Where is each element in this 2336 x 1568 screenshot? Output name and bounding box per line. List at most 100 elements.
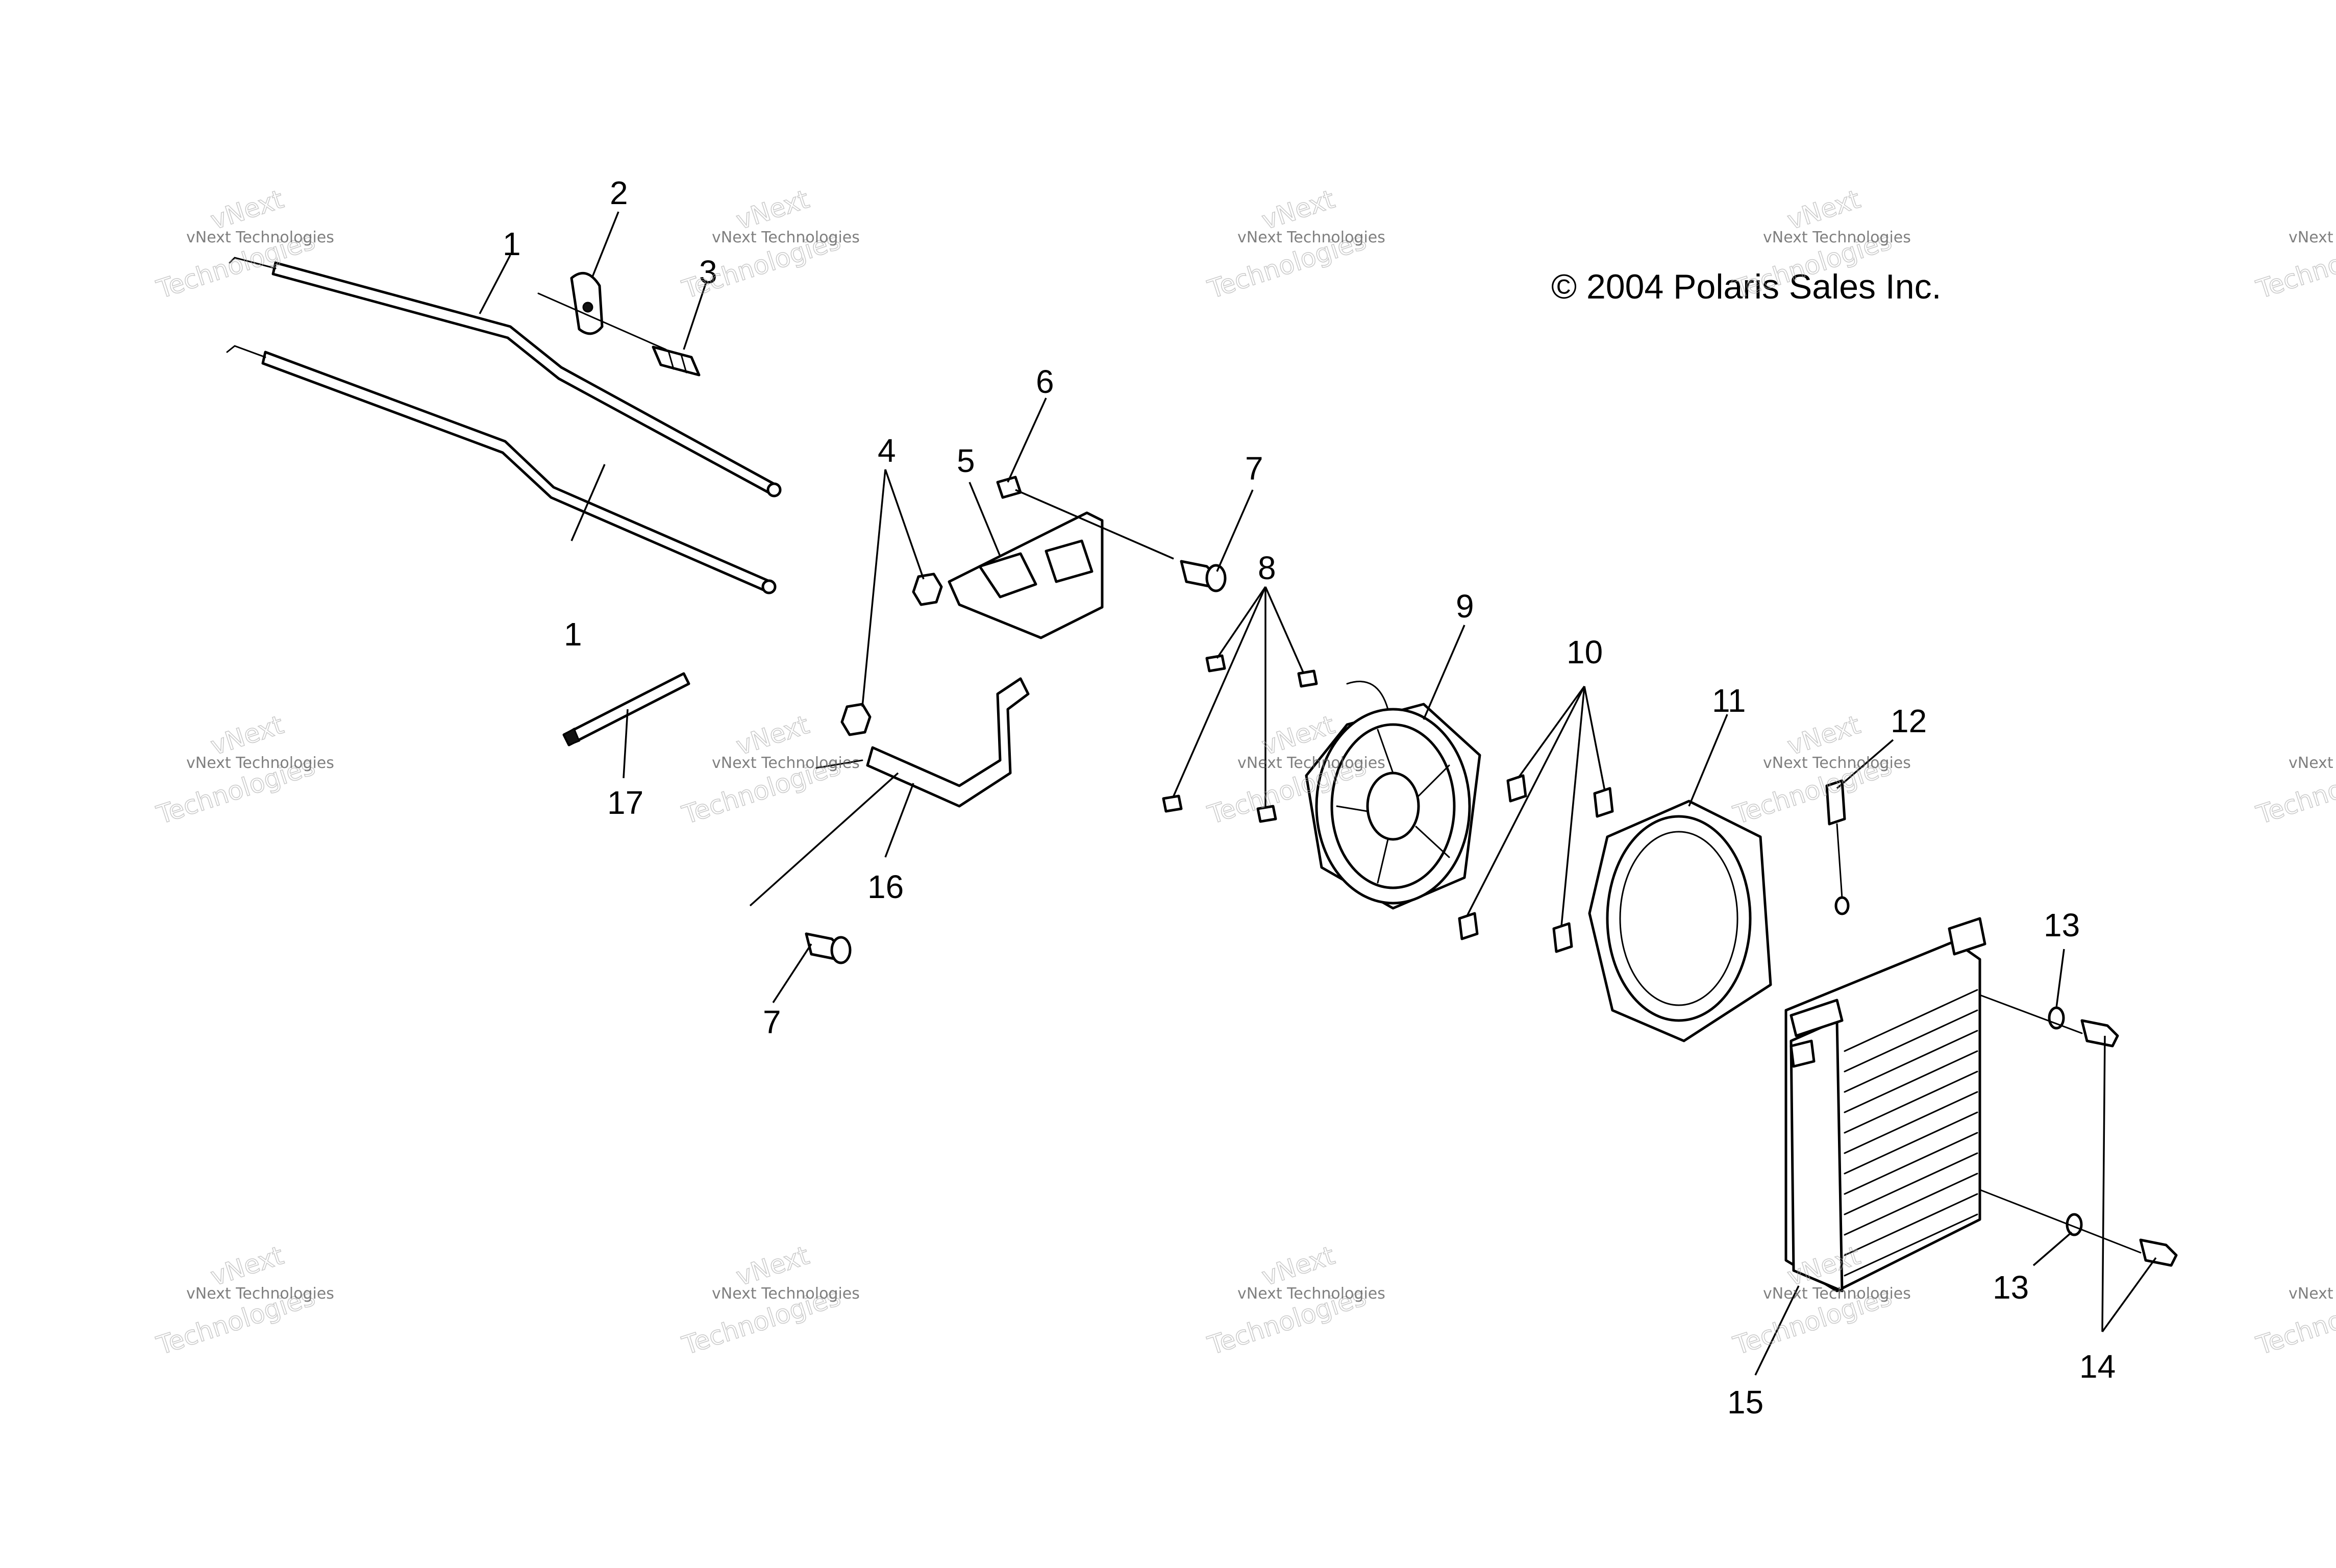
callout-7-upper: 7 bbox=[1245, 450, 1263, 487]
svg-text:vNext Technologies: vNext Technologies bbox=[1237, 1285, 1385, 1303]
svg-text:vNext: vNext bbox=[733, 184, 813, 235]
svg-text:vNext Technologies: vNext Technologies bbox=[2289, 754, 2336, 772]
watermark-r3c1: vNext Technologies vNext Technologies bbox=[153, 1240, 334, 1361]
leader-5 bbox=[968, 482, 1001, 557]
leader-14a bbox=[2101, 1035, 2106, 1332]
callout-2: 2 bbox=[610, 175, 628, 211]
leader-15 bbox=[1754, 1285, 1800, 1376]
watermark-r1c1: vNext Technologies vNext Technologies bbox=[153, 184, 334, 305]
svg-text:vNext Technologies: vNext Technologies bbox=[186, 229, 334, 246]
part-11-shroud bbox=[1588, 800, 1772, 1042]
callout-7-lower: 7 bbox=[763, 1004, 781, 1040]
svg-text:vNext: vNext bbox=[1258, 184, 1338, 235]
svg-text:vNext: vNext bbox=[733, 1240, 813, 1291]
watermark-r1c3: vNext Technologies vNext Technologies bbox=[1204, 184, 1385, 305]
leader-17 bbox=[623, 709, 629, 779]
callout-9: 9 bbox=[1456, 588, 1474, 625]
callout-14: 14 bbox=[2079, 1348, 2116, 1385]
part-14-bolts bbox=[1964, 994, 2178, 1267]
part-10-clips bbox=[1458, 774, 1614, 953]
callout-1-lower: 1 bbox=[564, 616, 582, 653]
leader-10c bbox=[1466, 686, 1585, 916]
watermark-r2c1: vNext Technologies vNext Technologies bbox=[153, 709, 334, 830]
copyright-text: © 2004 Polaris Sales Inc. bbox=[1551, 267, 1942, 306]
part-9-fan bbox=[1305, 681, 1481, 910]
part-16-bracket bbox=[815, 677, 1030, 808]
callout-3: 3 bbox=[699, 254, 717, 290]
leader-7a bbox=[1216, 489, 1254, 572]
svg-text:vNext Technologies: vNext Technologies bbox=[2289, 1285, 2336, 1303]
callout-13-upper: 13 bbox=[2044, 907, 2080, 943]
svg-text:vNext Technologies: vNext Technologies bbox=[712, 754, 860, 772]
leader-12 bbox=[1836, 739, 1894, 789]
callout-13-lower: 13 bbox=[1993, 1269, 2029, 1306]
leader-10d bbox=[1560, 686, 1585, 927]
watermark-edge-r2: vNext Technologies Technologies bbox=[2252, 751, 2336, 830]
leader-4b bbox=[861, 469, 886, 707]
leader-9 bbox=[1423, 625, 1465, 720]
svg-text:vNext Technologies: vNext Technologies bbox=[712, 1285, 860, 1303]
svg-text:vNext: vNext bbox=[207, 710, 287, 761]
callout-10: 10 bbox=[1567, 634, 1603, 670]
svg-text:vNext Technologies: vNext Technologies bbox=[1763, 229, 1911, 246]
part-15-cooler bbox=[1784, 917, 1986, 1292]
watermark-r3c3: vNext Technologies vNext Technologies bbox=[1204, 1240, 1385, 1361]
callout-6: 6 bbox=[1036, 363, 1054, 400]
leader-1a bbox=[479, 255, 511, 314]
part-4-nuts bbox=[840, 573, 943, 736]
svg-text:vNext Technologies: vNext Technologies bbox=[2289, 229, 2336, 246]
part-7-bolt-lower bbox=[805, 932, 852, 964]
watermark-edge-r3: vNext Technologies Technologies bbox=[2252, 1281, 2336, 1361]
part-13-washers bbox=[2048, 1006, 2083, 1236]
svg-text:vNext Technologies: vNext Technologies bbox=[1763, 754, 1911, 772]
leader-10b bbox=[1583, 686, 1606, 791]
part-5-plate bbox=[948, 511, 1104, 639]
callout-16: 16 bbox=[867, 868, 904, 905]
callout-11: 11 bbox=[1712, 682, 1746, 719]
svg-text:vNext Technologies: vNext Technologies bbox=[186, 754, 334, 772]
leader-11 bbox=[1688, 714, 1728, 807]
svg-text:vNext Technologies: vNext Technologies bbox=[1237, 229, 1385, 246]
svg-text:vNext: vNext bbox=[207, 1240, 287, 1291]
watermark-r1c2: vNext Technologies vNext Technologies bbox=[678, 184, 860, 305]
part-2-clip bbox=[537, 272, 667, 351]
svg-text:vNext: vNext bbox=[207, 184, 287, 235]
leader-7c bbox=[749, 772, 899, 907]
leader-1b bbox=[570, 464, 606, 541]
svg-text:vNext: vNext bbox=[1784, 710, 1864, 761]
leader-13b bbox=[2032, 1231, 2073, 1266]
callout-1-upper: 1 bbox=[503, 226, 521, 262]
leader-8a bbox=[1216, 586, 1266, 659]
part-12-sensor bbox=[1825, 779, 1850, 915]
callout-8: 8 bbox=[1258, 550, 1276, 586]
leader-7b bbox=[772, 943, 812, 1003]
leader-6 bbox=[1007, 397, 1047, 483]
leader-14b bbox=[2101, 1257, 2157, 1333]
leader-3 bbox=[683, 280, 708, 350]
svg-text:vNext Technologies: vNext Technologies bbox=[186, 1285, 334, 1303]
svg-text:vNext Technologies: vNext Technologies bbox=[1763, 1285, 1911, 1303]
svg-text:vNext Technologies: vNext Technologies bbox=[1237, 754, 1385, 772]
watermark-edge-r1: vNext Technologies Technologies bbox=[2252, 225, 2336, 305]
part-17-strap bbox=[562, 672, 690, 746]
callout-4: 4 bbox=[878, 432, 896, 469]
part-3-fitting bbox=[652, 345, 701, 377]
svg-text:vNext Technologies: vNext Technologies bbox=[712, 229, 860, 246]
leader-8c bbox=[1173, 586, 1266, 797]
watermark-r2c2: vNext Technologies vNext Technologies bbox=[678, 709, 860, 830]
part-1-lines bbox=[226, 257, 782, 594]
leader-2 bbox=[591, 211, 619, 279]
svg-text:vNext: vNext bbox=[1784, 184, 1864, 235]
callout-17: 17 bbox=[607, 784, 643, 821]
watermark-r3c2: vNext Technologies vNext Technologies bbox=[678, 1240, 860, 1361]
leader-16 bbox=[884, 783, 914, 858]
svg-text:vNext: vNext bbox=[1258, 1240, 1338, 1291]
leader-13a bbox=[2055, 949, 2065, 1008]
watermark-r2c4: vNext Technologies vNext Technologies bbox=[1729, 709, 1911, 830]
callout-12: 12 bbox=[1891, 703, 1927, 739]
leader-10a bbox=[1517, 685, 1585, 779]
part-7-bolt-upper bbox=[1180, 560, 1227, 592]
svg-text:vNext: vNext bbox=[733, 710, 813, 761]
leader-4a bbox=[884, 469, 925, 580]
